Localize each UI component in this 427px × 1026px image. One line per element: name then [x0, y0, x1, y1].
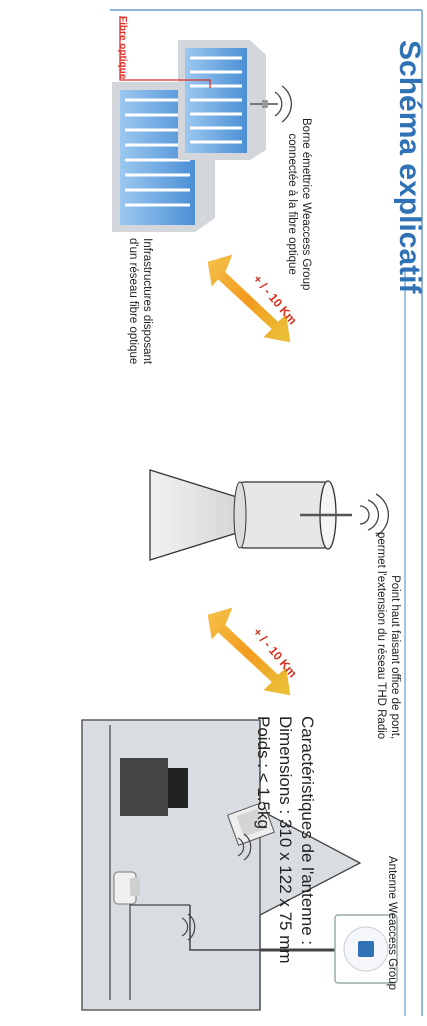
- characteristics-weight: Poids : < 1.5kg: [252, 716, 274, 964]
- borne-label-line-2: connectée à la fibre optique: [284, 118, 298, 290]
- point-haut-line-2: permet l'extension du réseau THD Radio: [373, 532, 387, 739]
- characteristics-dimensions: Dimensions : 310 x 122 x 75 mm: [274, 716, 296, 964]
- borne-label-line-1: Borne émettrice Weaccess Group: [299, 118, 313, 290]
- borne-label: Borne émettrice Weaccess Group connectée…: [284, 118, 313, 290]
- infra-label-line-1: Infrastructures disposant: [140, 238, 154, 364]
- page-title: Schéma explicatif: [394, 40, 424, 293]
- fibre-buildings-icon: [112, 16, 291, 232]
- fibre-label: Fibre optique: [116, 16, 129, 79]
- relay-antenna-icon: [150, 470, 388, 560]
- point-haut-line-1: Point haut faisant office de pont,: [388, 532, 402, 739]
- point-haut-label: Point haut faisant office de pont, perme…: [373, 532, 402, 739]
- antenna-label: Antenne Weaccess Group: [385, 856, 399, 990]
- house-icon: [82, 720, 360, 1010]
- characteristics-block: Caractéristiques de l'antenne : Dimensio…: [252, 716, 318, 964]
- infra-label: Infrastructures disposant d'un réseau fi…: [125, 238, 154, 364]
- infra-label-line-2: d'un réseau fibre optique: [125, 238, 139, 364]
- characteristics-heading: Caractéristiques de l'antenne :: [296, 716, 318, 964]
